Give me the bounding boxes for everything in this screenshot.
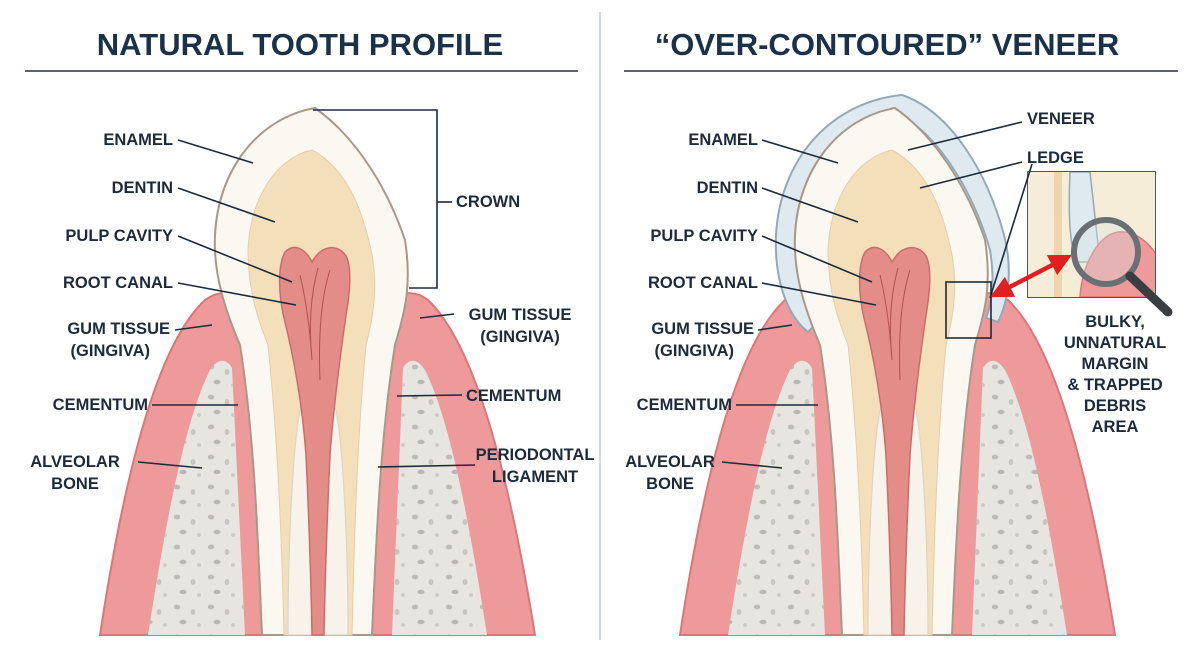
r-leader-dentin bbox=[761, 187, 859, 223]
label-gum-tissue: GUM TISSUE bbox=[67, 320, 170, 338]
right-leaders bbox=[721, 121, 1033, 469]
label-enamel: ENAMEL bbox=[103, 131, 173, 149]
callout-line-1: BULKY, bbox=[1085, 313, 1145, 331]
label-gingiva: (GINGIVA) bbox=[71, 342, 150, 360]
label-root-canal: ROOT CANAL bbox=[63, 274, 173, 292]
label-gingiva-right: (GINGIVA) bbox=[480, 328, 559, 346]
callout-line-3: MARGIN bbox=[1082, 355, 1149, 373]
leader-root-canal bbox=[177, 282, 297, 306]
magnifier-icon bbox=[1071, 217, 1173, 317]
right-panel: “OVER-CONTOURED” VENEER bbox=[624, 27, 1178, 636]
leader-cementum-right bbox=[396, 394, 463, 397]
r-label-bone: BONE bbox=[646, 475, 694, 493]
leader-pulp-cavity bbox=[177, 235, 293, 283]
left-labels: ENAMEL DENTIN PULP CAVITY ROOT CANAL GUM… bbox=[30, 131, 594, 493]
label-ledge: LEDGE bbox=[1027, 149, 1084, 167]
r-label-gingiva: (GINGIVA) bbox=[655, 342, 734, 360]
right-tooth-illustration bbox=[679, 93, 1116, 636]
magnified-inset bbox=[1027, 171, 1173, 317]
label-ligament: LIGAMENT bbox=[492, 468, 578, 486]
double-arrow-icon bbox=[990, 254, 1072, 298]
label-dentin: DENTIN bbox=[112, 179, 173, 197]
right-nerve-lines bbox=[879, 267, 911, 381]
leader-alveolar bbox=[137, 461, 203, 469]
crown-bracket bbox=[313, 109, 438, 289]
label-bone: BONE bbox=[51, 475, 99, 493]
r-leader-veneer bbox=[907, 121, 1023, 151]
leader-enamel bbox=[177, 139, 254, 164]
r-leader-enamel bbox=[761, 139, 839, 164]
r-label-cementum: CEMENTUM bbox=[637, 396, 732, 414]
r-leader-ledge bbox=[919, 161, 1023, 189]
leader-dentin bbox=[177, 187, 276, 223]
label-pulp-cavity: PULP CAVITY bbox=[65, 227, 173, 245]
callout-line-2: UNNATURAL bbox=[1064, 334, 1166, 352]
r-label-root-canal: ROOT CANAL bbox=[648, 274, 758, 292]
label-gum-right: GUM TISSUE bbox=[469, 306, 572, 324]
label-veneer: VENEER bbox=[1027, 110, 1095, 128]
left-panel: NATURAL TOOTH PROFILE bbox=[25, 27, 594, 636]
label-cementum-right: CEMENTUM bbox=[466, 387, 561, 405]
right-labels: ENAMEL DENTIN PULP CAVITY ROOT CANAL GUM… bbox=[625, 110, 1095, 493]
leader-gum-tissue bbox=[174, 324, 213, 331]
leader-gum-right bbox=[419, 313, 455, 319]
r-label-gum-tissue: GUM TISSUE bbox=[651, 320, 754, 338]
r-label-pulp-cavity: PULP CAVITY bbox=[650, 227, 758, 245]
r-leader-alveolar bbox=[721, 461, 783, 469]
callout-line-6: AREA bbox=[1092, 418, 1139, 436]
ledge-highlight-box bbox=[945, 281, 992, 339]
label-cementum: CEMENTUM bbox=[53, 396, 148, 414]
callout-line-5: DEBRIS bbox=[1084, 397, 1146, 415]
left-nerve-lines bbox=[299, 267, 331, 381]
r-label-enamel: ENAMEL bbox=[688, 131, 758, 149]
right-panel-title: “OVER-CONTOURED” VENEER bbox=[655, 27, 1120, 62]
r-leader-ledge-down bbox=[989, 163, 1033, 299]
label-periodontal: PERIODONTAL bbox=[476, 446, 595, 464]
callout-text: BULKY, UNNATURAL MARGIN & TRAPPED DEBRIS… bbox=[1064, 313, 1166, 436]
r-leader-root-canal bbox=[761, 282, 877, 306]
r-label-alveolar: ALVEOLAR bbox=[625, 453, 715, 471]
label-crown: CROWN bbox=[456, 193, 520, 211]
leader-periodontal bbox=[377, 464, 476, 468]
left-leaders bbox=[137, 109, 476, 469]
r-leader-pulp-cavity bbox=[761, 235, 873, 283]
label-alveolar: ALVEOLAR bbox=[30, 453, 120, 471]
left-panel-title: NATURAL TOOTH PROFILE bbox=[97, 27, 503, 62]
r-leader-gum-tissue bbox=[757, 324, 793, 331]
callout-line-4: & TRAPPED bbox=[1067, 376, 1162, 394]
left-tooth-illustration bbox=[99, 107, 536, 636]
r-label-dentin: DENTIN bbox=[697, 179, 758, 197]
